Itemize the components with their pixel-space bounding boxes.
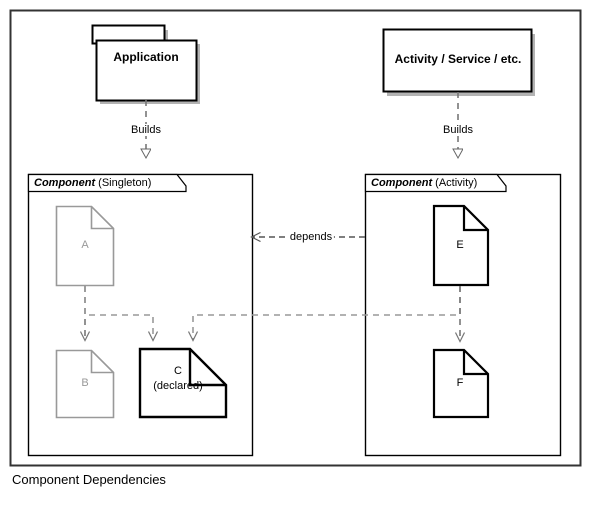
node-e-label: E bbox=[456, 239, 464, 251]
node-c-label: C bbox=[174, 365, 182, 377]
node-c-sublabel: (declared) bbox=[153, 380, 203, 392]
package-activity-service-label: Activity / Service / etc. bbox=[394, 52, 522, 66]
component-singleton-keyword: Component bbox=[34, 177, 96, 189]
component-activity-tab-label: Component (Activity) bbox=[371, 177, 477, 189]
node-a bbox=[55, 205, 115, 287]
node-b-label: B bbox=[81, 377, 89, 389]
edge-a-c bbox=[84, 286, 153, 340]
package-application bbox=[91, 24, 200, 104]
edge-builds-right-label: Builds bbox=[441, 124, 475, 136]
node-c bbox=[138, 347, 228, 419]
diagram-caption: Component Dependencies bbox=[12, 472, 166, 487]
node-a-label: A bbox=[81, 239, 89, 251]
component-singleton-tab-label: Component (Singleton) bbox=[34, 177, 151, 189]
node-f bbox=[432, 348, 490, 419]
component-singleton-stereotype: (Singleton) bbox=[98, 177, 152, 189]
edge-builds-left-label: Builds bbox=[129, 124, 163, 136]
component-activity-keyword: Component bbox=[371, 177, 433, 189]
node-f-label: F bbox=[456, 377, 464, 389]
package-activity-service bbox=[382, 28, 535, 96]
package-application-label: Application bbox=[113, 50, 179, 64]
component-activity-stereotype: (Activity) bbox=[435, 177, 478, 189]
node-b bbox=[55, 349, 115, 419]
node-e bbox=[432, 204, 490, 287]
edge-depends-label: depends bbox=[287, 231, 335, 243]
